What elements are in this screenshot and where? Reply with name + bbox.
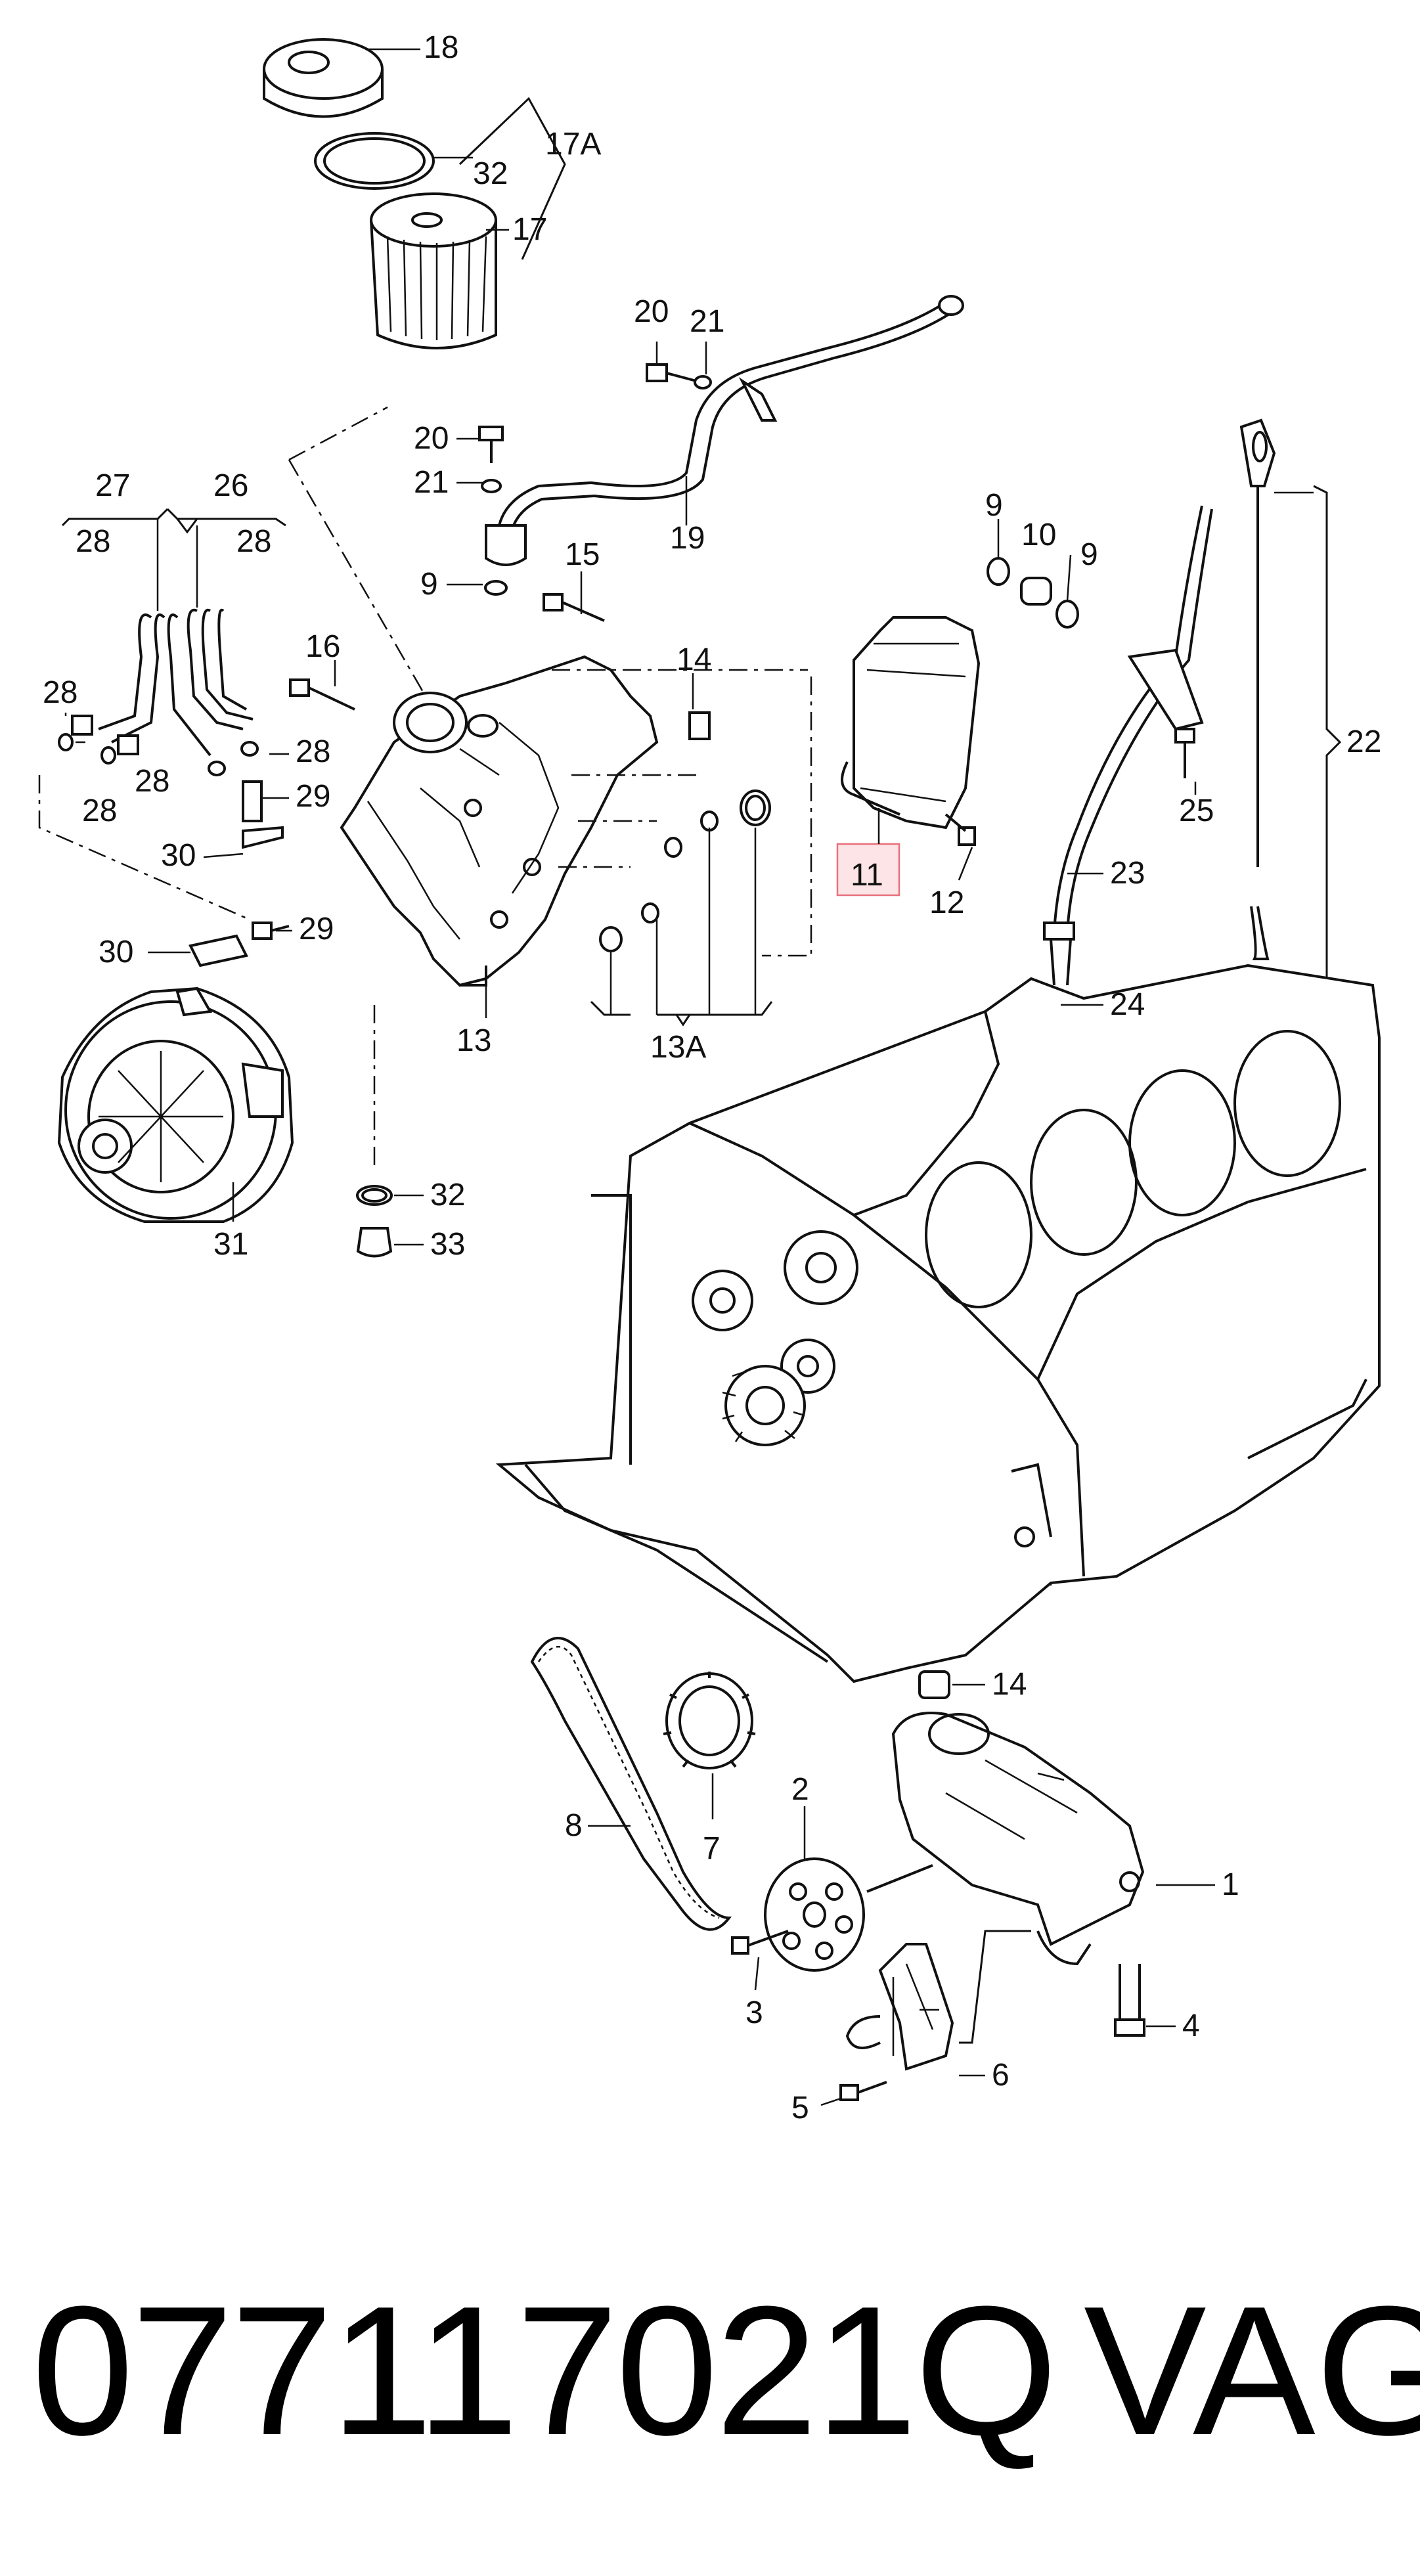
callout-21-top: 21: [690, 304, 724, 339]
oil-pump: [891, 1670, 1145, 1966]
bolt-4: [1114, 1964, 1145, 2037]
callout-5: 5: [791, 2091, 809, 2125]
exploded-parts-diagram: 18 17A 32 17 20 21 20 21 19 9 15 9 10 9 …: [38, 30, 1381, 2125]
oil-filter-cap: [263, 38, 384, 118]
callout-28-c: 28: [43, 675, 78, 710]
callout-3: 3: [745, 1995, 763, 2030]
leader-lines: [64, 48, 1215, 2106]
coolant-hoses: [98, 608, 254, 757]
callout-31: 31: [213, 1227, 248, 1262]
sleeve-14-top: [688, 711, 711, 740]
seal-rings-13a: [599, 789, 771, 952]
callout-25: 25: [1179, 793, 1214, 828]
callout-28-e: 28: [135, 764, 169, 799]
callout-28-f: 28: [296, 734, 330, 769]
callout-9-right: 9: [1080, 537, 1098, 572]
callout-32-top: 32: [473, 156, 508, 191]
bolt-15: [543, 593, 605, 622]
bolt-5: [839, 2081, 887, 2101]
callout-17: 17: [512, 212, 547, 247]
callout-labels: 18 17A 32 17 20 21 20 21 19 9 15 9 10 9 …: [43, 30, 1381, 2125]
callout-30-top: 30: [161, 838, 196, 873]
engine-block: [495, 964, 1381, 1683]
seal-32-and-plug-33: [356, 1185, 393, 1258]
callout-21-mid: 21: [414, 465, 449, 500]
callout-28-a: 28: [76, 524, 110, 559]
callout-12: 12: [929, 885, 964, 920]
bolt-25: [1174, 728, 1195, 778]
sprocket-2: [764, 1857, 933, 1972]
callout-11: 11: [851, 858, 883, 893]
callout-28-d: 28: [82, 793, 117, 828]
callout-6: 6: [992, 2058, 1010, 2093]
dipstick-guide-tube: [1040, 505, 1213, 1011]
hose-fittings-left: [58, 715, 139, 765]
bolt-3: [731, 1930, 789, 1955]
callout-26: 26: [213, 468, 248, 503]
oil-pipe: [485, 295, 964, 566]
callout-29-bottom: 29: [299, 912, 334, 946]
callout-13: 13: [456, 1023, 491, 1058]
callout-15: 15: [565, 537, 600, 572]
bolt-16: [289, 678, 355, 711]
callout-19: 19: [670, 521, 705, 556]
oil-filter-seal-ring: [314, 132, 435, 190]
callout-14-top: 14: [677, 642, 711, 677]
sprocket-7: [663, 1672, 756, 1769]
cooler-seals-and-sleeve: [987, 557, 1079, 629]
hose-fittings-right: [208, 741, 284, 849]
callout-18: 18: [424, 30, 458, 65]
callout-1: 1: [1222, 1867, 1239, 1902]
callout-24: 24: [1110, 987, 1145, 1022]
callout-2: 2: [791, 1772, 809, 1807]
callout-10: 10: [1021, 518, 1056, 552]
oil-filter-housing-bracket: [340, 655, 659, 987]
callout-27: 27: [95, 468, 130, 503]
dipstick-handle: [1239, 418, 1276, 487]
timing-chain: [530, 1637, 732, 1931]
callout-9-mid: 9: [985, 488, 1003, 523]
callout-20-mid: 20: [414, 421, 449, 456]
callout-8: 8: [565, 1808, 583, 1843]
clip-30-lower: [189, 922, 290, 967]
callout-33: 33: [430, 1227, 465, 1262]
oil-cooler: [841, 616, 981, 846]
bolt-20-top: [646, 363, 712, 389]
chain-tensioner: [845, 1943, 954, 2071]
callout-20-top: 20: [634, 294, 669, 329]
callout-30-bottom: 30: [99, 935, 133, 969]
brand-label: VAG: [1084, 2269, 1420, 2474]
callout-22: 22: [1346, 724, 1381, 759]
callout-32-bottom: 32: [430, 1178, 465, 1212]
alternator: [57, 987, 294, 1223]
callout-9-left: 9: [420, 567, 438, 602]
callout-14-bottom: 14: [992, 1667, 1027, 1702]
callout-17a: 17A: [545, 127, 601, 162]
bolt-20-mid: [478, 426, 504, 493]
part-number: 077117021Q: [32, 2269, 1058, 2474]
oil-filter-element: [370, 192, 497, 349]
callout-13a: 13A: [650, 1030, 706, 1065]
callout-4: 4: [1182, 2009, 1200, 2043]
callout-23: 23: [1110, 856, 1145, 891]
callout-16: 16: [305, 629, 340, 664]
highlighted-part-box: [836, 843, 900, 897]
callout-7: 7: [703, 1831, 721, 1866]
callout-28-b: 28: [236, 524, 271, 559]
callout-29-top: 29: [296, 779, 330, 814]
